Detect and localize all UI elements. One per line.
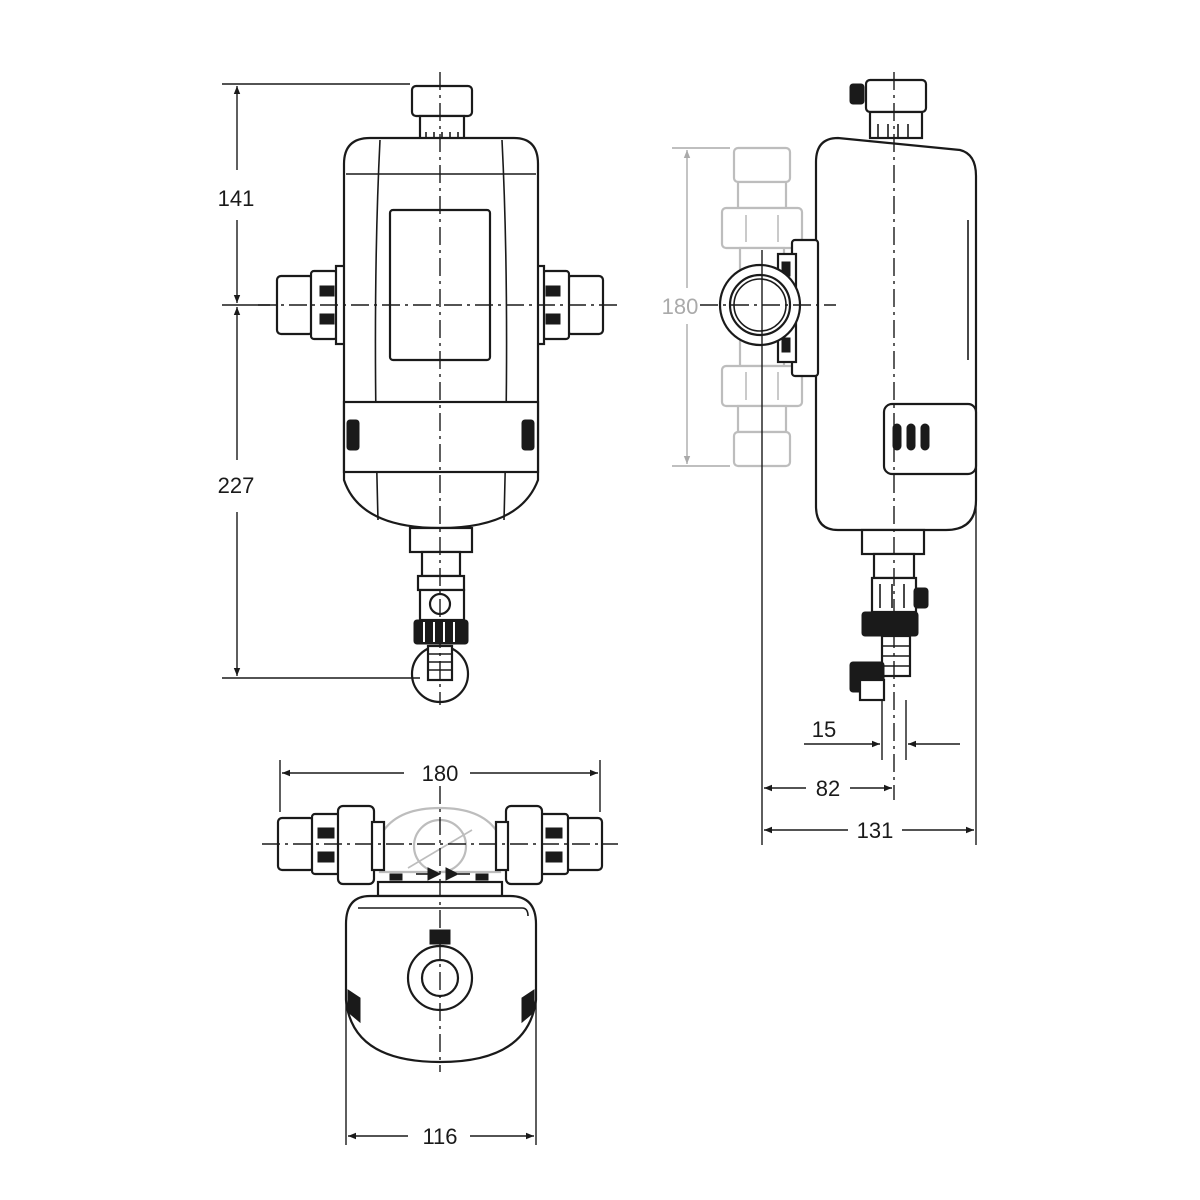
- dim-227-label: 227: [218, 473, 255, 498]
- side-view-dimensions: 180 15 82 131: [662, 147, 977, 845]
- dim-180-top-label: 180: [422, 761, 459, 786]
- dim-116-label: 116: [422, 1124, 457, 1149]
- front-view-dimensions: 141 227: [218, 83, 420, 679]
- dim-15-label: 15: [812, 717, 836, 742]
- dim-141-label: 141: [218, 186, 255, 211]
- side-view: [700, 72, 978, 800]
- top-view-dimensions: 180 116: [279, 760, 601, 1149]
- dim-180-side-label: 180: [662, 294, 699, 319]
- dim-131-label: 131: [857, 818, 894, 843]
- side-ghost-pipe: [720, 146, 804, 468]
- front-view: [258, 72, 622, 705]
- top-view: [262, 786, 618, 1072]
- dim-82-label: 82: [816, 776, 840, 801]
